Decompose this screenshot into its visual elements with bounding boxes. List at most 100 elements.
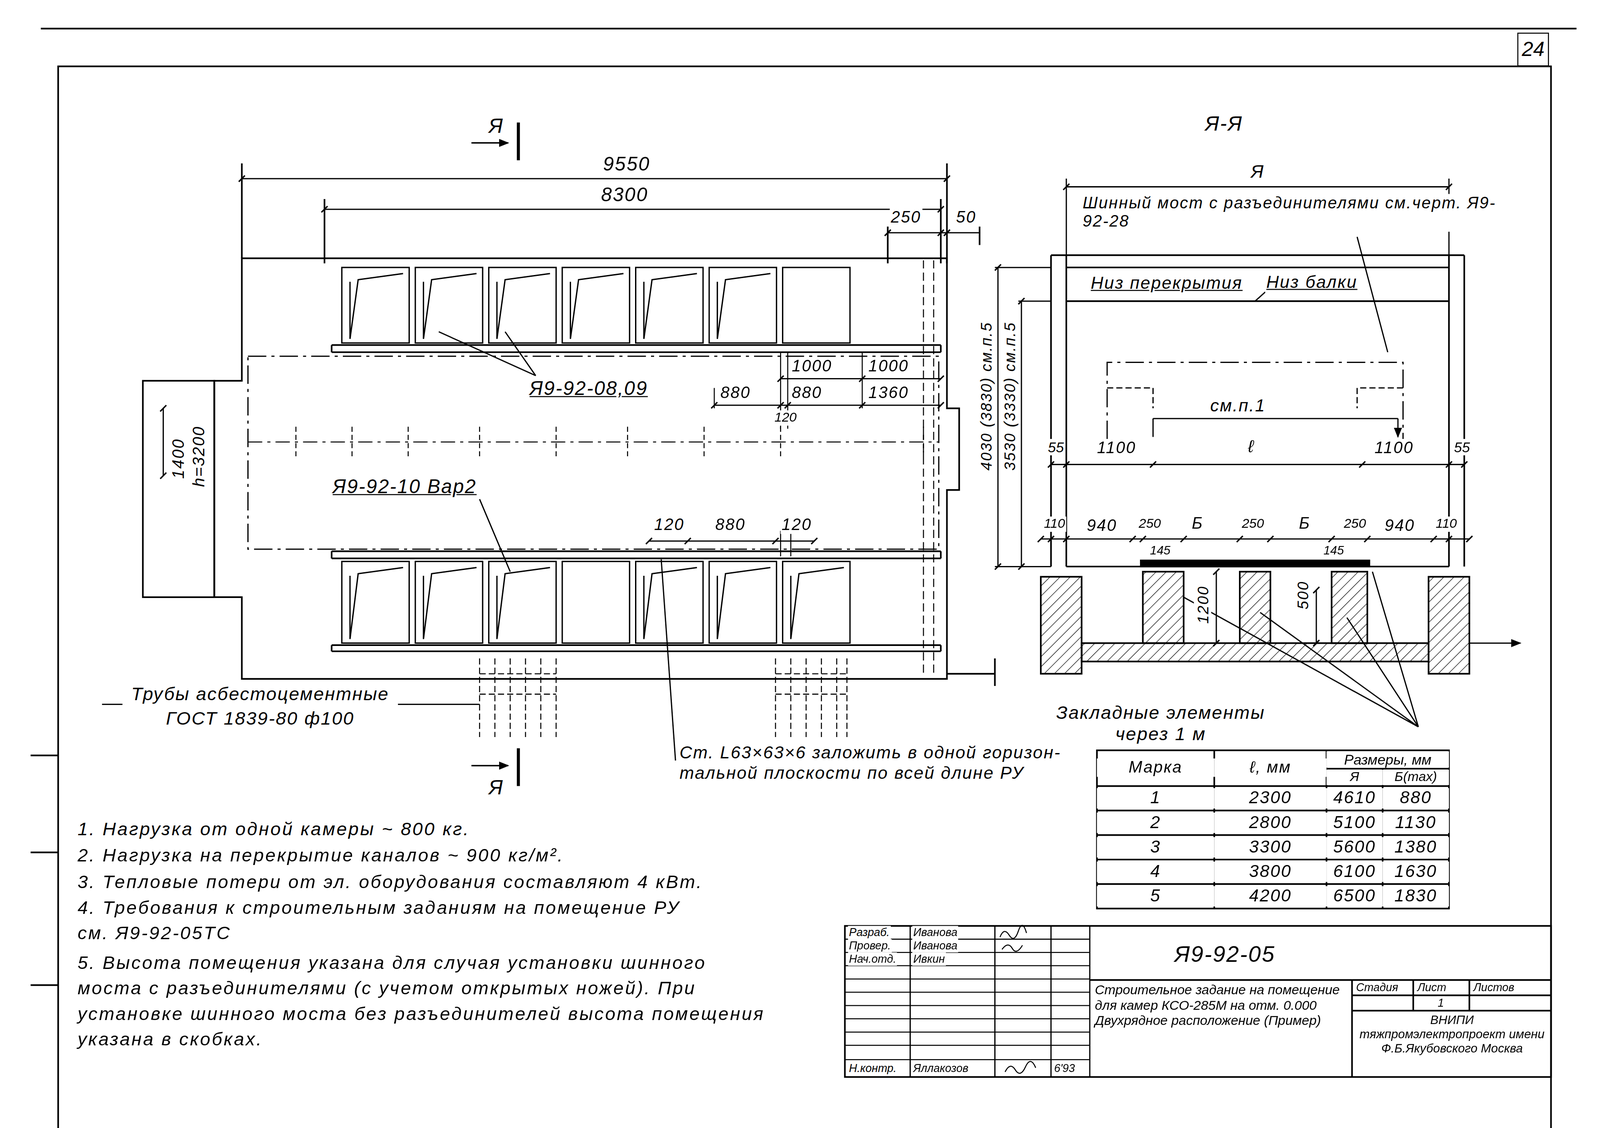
annotation-text: Трубы асбестоцементные ГОСТ 1839-80 ф100 [122,681,398,731]
note-text: 4. Требования к строительным заданиям на… [76,894,689,946]
table-cell: 4610 [1326,787,1383,808]
table-cell: 1380 [1382,836,1450,857]
dimension-value: 250 [889,208,923,227]
annotation-text: Я9-92-10 Вар2 [331,475,478,498]
annotation-text: Шинный мост с разъединителями см.черт. Я… [1081,194,1521,232]
camera-door [496,273,550,339]
camera-door [496,567,550,640]
annotation-text: Я [487,775,505,799]
camera-door [423,567,477,640]
table-cell: 2800 [1214,812,1327,833]
annotation-text: Я [487,114,505,138]
dimension-value: 1400 [169,436,188,480]
table-cell: 6500 [1326,885,1383,906]
camera-door [717,567,771,640]
dimension-value: 940 [1383,516,1417,536]
camera-door [790,567,844,640]
title-block-text: Листов [1472,980,1516,994]
camera-cell [415,267,483,343]
dimension-value: 940 [1085,516,1119,536]
camera-cell [709,267,777,343]
dimension-value: 120 [780,515,814,534]
title-block-text: Строительное задание на помещение для ка… [1093,981,1349,1028]
table-cell: 1630 [1382,861,1450,882]
table-cell: Я [1326,769,1383,785]
annotation-text: 3530 (3330) см.п.5 [1000,320,1019,472]
table-cell: 3300 [1214,836,1327,857]
dimension-value: 880 [714,515,747,534]
camera-door [349,567,403,640]
camera-cell [488,267,557,343]
table-cell: ℓ, мм [1214,758,1327,777]
dimension-tick [160,175,1473,646]
table-cell: Размеры, мм [1326,750,1450,768]
dimension-value: 9550 [602,153,652,176]
sheet-frame [30,28,1577,1128]
table-cell: 3800 [1214,861,1327,882]
dimension-value: 55 [1453,438,1471,456]
plan-view [102,122,996,787]
camera-cell [635,561,704,644]
dimension-value: 55 [1047,438,1065,456]
title-block-text: 1 [1436,996,1446,1009]
title-block-grid [845,925,1552,1077]
annotation-text: Я-Я [1203,112,1244,136]
dimension-value: 250 [1137,516,1162,532]
dimension-value: 50 [955,208,978,227]
table-cell: 5100 [1326,812,1383,833]
table-cell: 5 [1096,885,1215,906]
title-block-text: Иванова [912,938,959,952]
title-block-text: Лист [1416,980,1448,994]
dimension-value: 880 [790,383,824,403]
note-text: 1. Нагрузка от одной камеры ~ 800 кг. [76,816,710,842]
camera-door [643,567,697,640]
annotation-text: 4030 (3830) см.п.5 [977,320,996,472]
data-table-grid [1096,750,1450,909]
dimension-value: 110 [1042,516,1066,532]
table-cell: 4200 [1214,885,1327,906]
dimension-value: 250 [1240,516,1265,532]
table-cell: 3 [1096,836,1215,857]
section-view [160,175,1521,727]
camera-door [717,273,771,339]
dimension-value: 1000 [790,357,834,376]
camera-cell [562,267,630,343]
annotation-text: Я9-92-08,09 [528,377,649,400]
table-cell: 1130 [1382,812,1450,833]
camera-cell [635,267,704,343]
table-cell: 2 [1096,812,1215,833]
camera-door [423,273,477,339]
dimension-value: 1100 [1095,438,1138,458]
dimension-value: 1200 [1193,584,1212,625]
table-cell: Б(max) [1382,769,1450,785]
camera-cell [709,561,777,644]
dimension-value: 145 [1322,543,1346,559]
dimension-value: 145 [1148,543,1172,559]
title-block-text: 6'93 [1052,1061,1076,1075]
title-block-text: Разраб. [847,925,891,939]
camera-cell [341,561,410,644]
dimension-value: 880 [719,383,752,403]
page-number-box: 24 [1517,32,1549,67]
camera-cell [782,561,850,644]
title-block-text: Н.контр. [847,1061,898,1075]
dimension-value: 1000 [867,357,910,376]
dimension-value: 110 [1434,516,1458,532]
table-cell: 5600 [1326,836,1383,857]
note-text: 2. Нагрузка на перекрытие каналов ~ 900 … [76,842,710,869]
dimension-value: 1360 [867,383,910,403]
annotation-text: см.п.1 [1209,396,1267,417]
annotation-text: Б [1298,514,1312,533]
note-text: 5. Высота помещения указана для случая у… [76,949,771,1053]
dimension-value: 500 [1294,579,1312,611]
annotation-text: ℓ [1246,436,1256,457]
title-block-text: Яллакозов [912,1061,970,1075]
camera-cell [562,561,630,644]
annotation-text: Низ перекрытия [1089,273,1244,294]
camera-cell [782,267,850,343]
camera-cell [415,561,483,644]
table-cell: 6100 [1326,861,1383,882]
title-block-text: Иванова [912,925,959,939]
camera-cell [341,267,410,343]
title-block-text: Нач.отд. [847,952,898,965]
